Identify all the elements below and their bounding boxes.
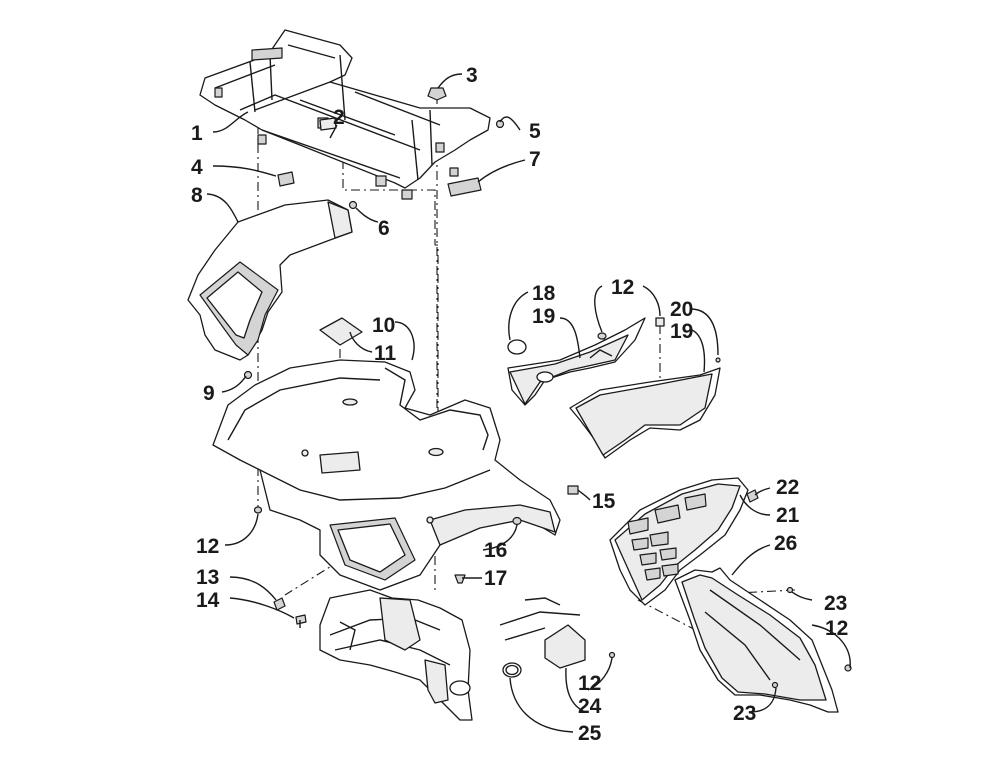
callout-11: 11: [374, 342, 397, 365]
callout-22: 22: [776, 476, 799, 499]
callout-10: 10: [372, 314, 395, 337]
left-fasteners: [253, 506, 307, 628]
callout-14: 14: [196, 589, 220, 612]
side-panel-left: [507, 317, 646, 406]
callout-19-b: 19: [670, 320, 693, 343]
callout-1: 1: [191, 122, 203, 145]
callout-7: 7: [529, 148, 541, 171]
side-panel-21: [609, 477, 759, 606]
callout-21: 21: [776, 504, 800, 527]
callout-15: 15: [592, 490, 616, 513]
callout-6: 6: [378, 217, 390, 240]
callout-24: 24: [578, 695, 602, 718]
side-panel-right: [569, 317, 721, 459]
callout-9: 9: [203, 382, 215, 405]
callout-3: 3: [466, 64, 478, 87]
rear-rack: [199, 29, 491, 200]
callout-23-a: 23: [824, 592, 847, 615]
clamp-25: [502, 662, 522, 678]
callout-25: 25: [578, 722, 602, 745]
callout-5: 5: [529, 120, 541, 143]
callout-20: 20: [670, 298, 693, 321]
callout-26: 26: [774, 532, 797, 555]
callout-18: 18: [532, 282, 556, 305]
callout-13: 13: [196, 566, 219, 589]
side-panel-26: [674, 567, 852, 713]
callout-23-b: 23: [733, 702, 756, 725]
callout-12-c: 12: [825, 617, 848, 640]
bracket-24: [499, 597, 616, 669]
rear-fender-panel: [187, 199, 353, 380]
leader-lines: [206, 73, 851, 733]
rack-hardware: [277, 87, 505, 210]
callout-12-b: 12: [611, 276, 634, 299]
callout-2: 2: [333, 106, 345, 129]
callout-12-d: 12: [578, 672, 601, 695]
frame-section: [319, 589, 473, 721]
callout-12-a: 12: [196, 535, 219, 558]
fender-fasteners: [454, 485, 579, 584]
fender-insert: [319, 317, 363, 346]
rear-fender-body: [212, 359, 561, 591]
callout-19-a: 19: [532, 305, 555, 328]
callout-labels: 1 2 3 4 5 6 7 8 9 10 11 12 12 12 12 13 1…: [191, 64, 848, 745]
callout-8: 8: [191, 184, 203, 207]
callout-16: 16: [484, 539, 507, 562]
callout-4: 4: [191, 156, 203, 179]
callout-17: 17: [484, 567, 507, 590]
